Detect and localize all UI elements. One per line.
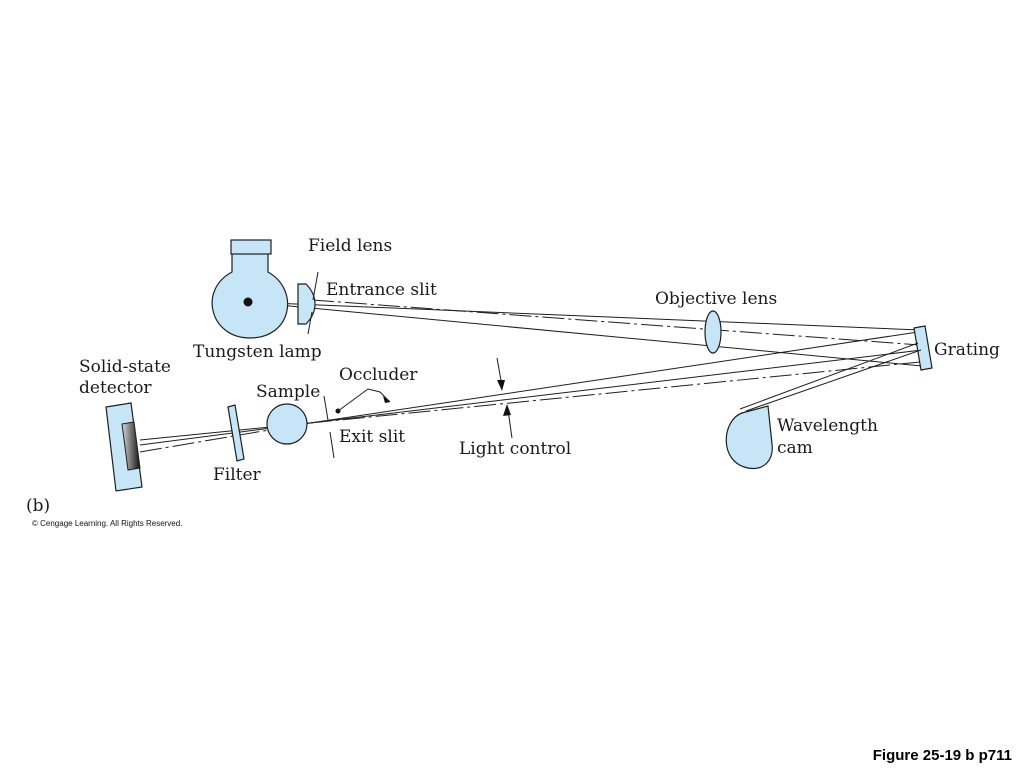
label-filter: Filter (213, 465, 262, 485)
label-entrance-slit: Entrance slit (326, 280, 437, 300)
tungsten-lamp (211, 239, 289, 339)
label-wavelength: Wavelength (777, 416, 878, 436)
copyright-notice: © Cengage Learning. All Rights Reserved. (32, 519, 182, 528)
light-paths (139, 299, 923, 453)
lamp-filament-dot (243, 297, 253, 307)
label-objective-lens: Objective lens (655, 289, 777, 309)
occluder-leader (337, 388, 391, 412)
entrance-slit (307, 271, 319, 335)
label-light-control: Light control (459, 439, 571, 459)
field-lens (297, 283, 316, 325)
occluder-arrowhead (383, 396, 390, 403)
grating (913, 325, 933, 371)
label-grating: Grating (934, 340, 1000, 360)
label-detector: detector (79, 378, 152, 398)
label-cam: cam (777, 438, 813, 458)
label-tungsten-lamp: Tungsten lamp (193, 342, 322, 362)
sample-cell (266, 403, 308, 445)
objective-lens (704, 310, 722, 354)
light-control-arrows (496, 357, 513, 439)
exit-slit (323, 395, 335, 459)
panel-label: (b) (26, 496, 50, 516)
solid-state-detector (105, 402, 143, 492)
figure-caption: Figure 25-19 b p711 (872, 747, 1012, 764)
label-solid-state: Solid-state (79, 357, 171, 377)
filter (227, 404, 245, 462)
label-occluder: Occluder (339, 365, 418, 385)
label-sample: Sample (256, 382, 320, 402)
wavelength-cam (725, 342, 922, 470)
label-field-lens: Field lens (308, 236, 392, 256)
label-exit-slit: Exit slit (339, 427, 405, 447)
